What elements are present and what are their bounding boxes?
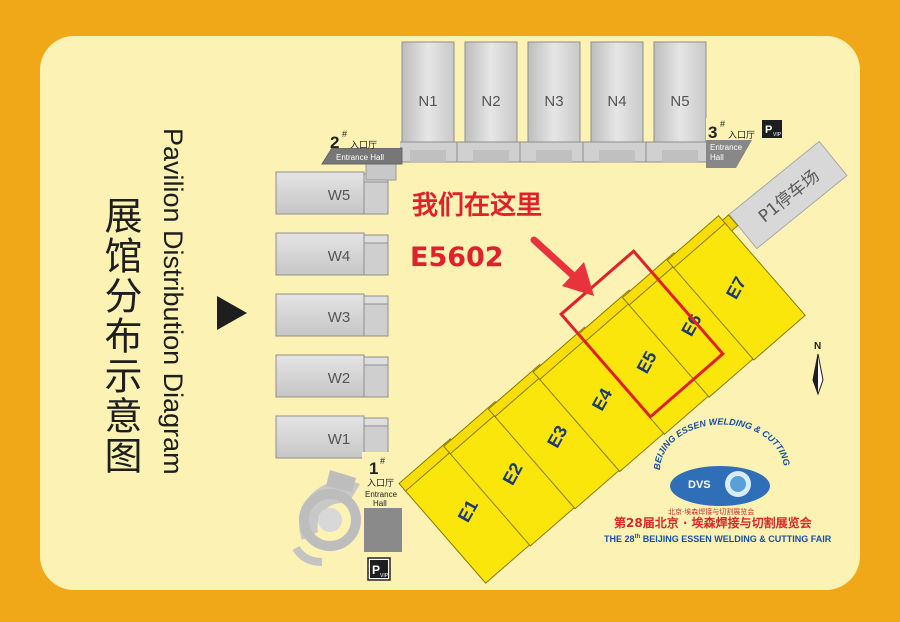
hall-w4[interactable]: W4 [275,232,389,276]
entrance-1-en: Entrance [365,490,398,499]
hall-label: N5 [670,93,689,110]
hall-e7[interactable]: E7 [666,210,811,361]
svg-text:#: # [720,119,725,129]
hall-label: N1 [418,93,437,110]
vip-parking-north-p: P [765,124,772,136]
svg-text:#: # [342,129,347,139]
vip-parking-north-sub: VIP [773,132,782,138]
entrance-1-number: 1 [369,459,378,478]
fair-logo-brand: DVS [688,479,711,491]
hall-label: W4 [328,248,351,265]
hall-label: N2 [481,93,500,110]
map-title-en: Pavilion Distribution Diagram [158,128,188,475]
hall-label: W1 [328,431,351,448]
entrance-3-number: 3 [708,123,717,142]
entrance-1-en2: Hall [373,499,387,508]
entrance-2-en: Entrance Hall [336,153,384,162]
callout-here-text: 我们在这里 [412,190,542,221]
booth-highlight-box [559,249,725,419]
map-title-cn-text: 展馆分布示意图 [98,196,142,476]
map-title-en-text: Pavilion Distribution Diagram [158,128,188,475]
hall-n1[interactable]: N1 [393,41,463,163]
hall-n2[interactable]: N2 [456,41,526,163]
vip-parking-south[interactable]: P VIP [367,557,391,581]
direction-pointer-icon [217,296,247,330]
hall-w1[interactable]: W1 [275,415,389,459]
entrance-2-number: 2 [330,133,339,152]
hall-label: W5 [328,187,351,204]
hall-n3[interactable]: N3 [519,41,589,163]
map-title-cn: 展馆分布示意图 [92,196,148,476]
hall-e1[interactable]: E1 [398,434,543,584]
svg-text:#: # [380,456,385,466]
plaza-roundabout-icon [292,470,361,566]
fair-name-cn: 第28届北京 · 埃森焊接与切割展览会 [614,515,813,530]
entrance-1-cn: 入口厅 [367,478,394,489]
vip-parking-south-p: P [372,563,380,577]
entrance-hall-2[interactable]: 2 # 入口厅 Entrance Hall [321,126,403,165]
vip-parking-north[interactable]: P VIP [762,120,782,138]
entrance-hall-3[interactable]: 3 # 入口厅 Entrance Hall [706,118,770,168]
entrance-2-cn: 入口厅 [350,140,377,151]
entrance-3-en: Entrance [710,143,743,152]
north-halls: N1 N2 N3 N4 N5 [393,41,715,163]
callout-booth-number: E5602 [410,242,504,273]
entrance-hall-1[interactable]: 1 # 入口厅 Entrance Hall [362,452,404,552]
fair-logo: BEIJING ESSEN WELDING & CUTTING DVS 北京·埃… [652,416,792,516]
hall-n5[interactable]: N5 [645,41,715,163]
callout-arrow-icon [530,236,594,296]
fair-logo-sub-cn: 北京·埃森焊接与切割展览会 [668,507,754,516]
hall-w2[interactable]: W2 [275,354,389,398]
entrance-3-cn: 入口厅 [728,130,755,141]
entrance-3-en2: Hall [710,153,724,162]
north-arrow-icon: N [812,341,824,396]
hall-e6[interactable]: E6 [621,248,767,398]
vip-parking-south-sub: VIP [380,573,389,579]
hall-label: N4 [607,93,626,110]
hall-label: N3 [544,93,563,110]
fair-name-en: THE 28th BEIJING ESSEN WELDING & CUTTING… [604,534,832,544]
hall-label: W3 [328,309,351,326]
north-label: N [814,341,821,352]
hall-w3[interactable]: W3 [275,293,389,337]
hall-n4[interactable]: N4 [582,41,652,163]
hall-label: W2 [328,370,351,387]
